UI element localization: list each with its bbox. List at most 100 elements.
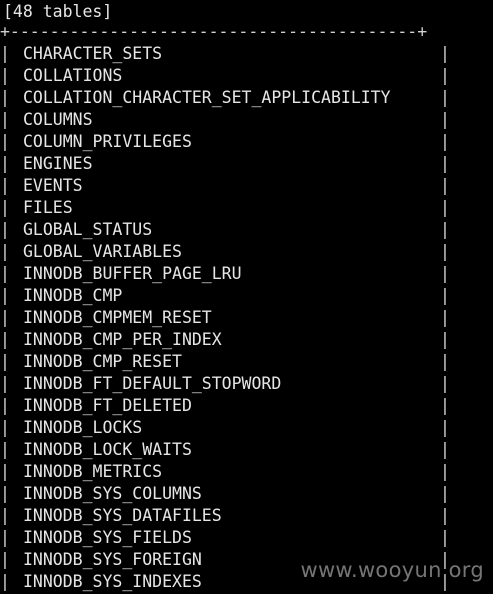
table-name-cell: INNODB_LOCKS bbox=[23, 418, 143, 437]
table-row: | COLUMNS | bbox=[0, 109, 452, 131]
row-border-left: | bbox=[0, 462, 10, 481]
row-border-right: | bbox=[440, 484, 450, 503]
table-row: | INNODB_FT_DEFAULT_STOPWORD | bbox=[0, 373, 452, 395]
row-border-left: | bbox=[0, 528, 10, 547]
row-border-right: | bbox=[440, 44, 450, 63]
row-border-left: | bbox=[0, 308, 10, 327]
row-border-right: | bbox=[440, 286, 450, 305]
row-border-right: | bbox=[440, 418, 450, 437]
table-name-cell: COLLATIONS bbox=[23, 66, 123, 85]
table-row: | ENGINES | bbox=[0, 153, 452, 175]
row-border-left: | bbox=[0, 176, 10, 195]
row-border-right: | bbox=[440, 528, 450, 547]
row-border-right: | bbox=[440, 572, 450, 591]
row-border-left: | bbox=[0, 286, 10, 305]
table-name-cell: EVENTS bbox=[23, 176, 83, 195]
row-border-left: | bbox=[0, 44, 10, 63]
row-border-right: | bbox=[440, 88, 450, 107]
table-name-cell: COLUMNS bbox=[23, 110, 93, 129]
table-name-cell: INNODB_CMP_PER_INDEX bbox=[23, 330, 222, 349]
table-name-cell: INNODB_CMP_RESET bbox=[23, 352, 182, 371]
row-border-left: | bbox=[0, 242, 10, 261]
row-border-left: | bbox=[0, 132, 10, 151]
row-border-right: | bbox=[440, 198, 450, 217]
table-name-cell: INNODB_SYS_INDEXES bbox=[23, 572, 202, 591]
row-border-left: | bbox=[0, 572, 10, 591]
table-row: | GLOBAL_STATUS | bbox=[0, 219, 452, 241]
table-row: | INNODB_CMPMEM_RESET | bbox=[0, 307, 452, 329]
row-border-right: | bbox=[440, 330, 450, 349]
table-row: |COLLATION_CHARACTER_SET_APPLICABILITY| bbox=[0, 87, 452, 109]
table-row: | GLOBAL_VARIABLES | bbox=[0, 241, 452, 263]
table-count-summary: [48 tables] bbox=[3, 2, 113, 21]
table-row: | INNODB_CMP_RESET | bbox=[0, 351, 452, 373]
table-row: | COLUMN_PRIVILEGES | bbox=[0, 131, 452, 153]
row-border-right: | bbox=[440, 550, 450, 569]
row-border-left: | bbox=[0, 154, 10, 173]
row-border-right: | bbox=[440, 242, 450, 261]
row-border-right: | bbox=[440, 110, 450, 129]
watermark-text: www.wooyun.org bbox=[300, 558, 484, 582]
table-row: |INNODB_CMP| bbox=[0, 285, 452, 307]
row-border-right: | bbox=[440, 66, 450, 85]
table-row: | INNODB_SYS_INDEXES | bbox=[0, 571, 452, 593]
row-border-left: | bbox=[0, 418, 10, 437]
table-name-cell: INNODB_SYS_COLUMNS bbox=[23, 484, 202, 503]
row-border-right: | bbox=[440, 374, 450, 393]
table-name-cell: INNODB_LOCK_WAITS bbox=[23, 440, 192, 459]
row-border-right: | bbox=[440, 352, 450, 371]
row-border-left: | bbox=[0, 66, 10, 85]
table-name-cell: INNODB_METRICS bbox=[23, 462, 163, 481]
row-border-left: | bbox=[0, 352, 10, 371]
row-border-left: | bbox=[0, 374, 10, 393]
table-row: |EVENTS| bbox=[0, 175, 452, 197]
table-name-cell: GLOBAL_VARIABLES bbox=[23, 242, 182, 261]
row-border-right: | bbox=[440, 308, 450, 327]
table-row: | CHARACTER_SETS | bbox=[0, 43, 452, 65]
table-name-cell: CHARACTER_SETS bbox=[23, 44, 163, 63]
row-border-left: | bbox=[0, 198, 10, 217]
row-border-left: | bbox=[0, 110, 10, 129]
table-row: | INNODB_SYS_COLUMNS | bbox=[0, 483, 452, 505]
table-name-cell: INNODB_SYS_DATAFILES bbox=[23, 506, 222, 525]
row-border-left: | bbox=[0, 396, 10, 415]
table-row: | COLLATIONS | bbox=[0, 65, 452, 87]
row-border-right: | bbox=[440, 462, 450, 481]
row-border-right: | bbox=[440, 396, 450, 415]
table-name-cell: INNODB_FT_DEFAULT_STOPWORD bbox=[23, 374, 282, 393]
row-border-right: | bbox=[440, 154, 450, 173]
table-row: | INNODB_METRICS | bbox=[0, 461, 452, 483]
table-border-top: +---------------------------------------… bbox=[0, 22, 428, 41]
table-row: | INNODB_CMP_PER_INDEX | bbox=[0, 329, 452, 351]
table-name-cell: INNODB_SYS_FOREIGN bbox=[23, 550, 202, 569]
row-border-left: | bbox=[0, 506, 10, 525]
row-border-left: | bbox=[0, 484, 10, 503]
table-name-cell: GLOBAL_STATUS bbox=[23, 220, 153, 239]
row-border-right: | bbox=[440, 440, 450, 459]
table-row: | FILES | bbox=[0, 197, 452, 219]
row-border-right: | bbox=[440, 132, 450, 151]
row-border-left: | bbox=[0, 88, 10, 107]
table-row: | INNODB_SYS_FOREIGN | bbox=[0, 549, 452, 571]
table-row: | INNODB_LOCK_WAITS | bbox=[0, 439, 452, 461]
table-name-cell: FILES bbox=[23, 198, 73, 217]
row-border-left: | bbox=[0, 550, 10, 569]
table-name-cell: COLUMN_PRIVILEGES bbox=[23, 132, 192, 151]
row-border-left: | bbox=[0, 440, 10, 459]
table-row: | INNODB_SYS_DATAFILES | bbox=[0, 505, 452, 527]
row-border-right: | bbox=[440, 506, 450, 525]
table-row: | INNODB_FT_DELETED | bbox=[0, 395, 452, 417]
table-name-cell: INNODB_SYS_FIELDS bbox=[23, 528, 192, 547]
row-border-right: | bbox=[440, 220, 450, 239]
row-border-left: | bbox=[0, 264, 10, 283]
table-row: | INNODB_LOCKS | bbox=[0, 417, 452, 439]
table-name-cell: INNODB_CMPMEM_RESET bbox=[23, 308, 212, 327]
table-row: | INNODB_SYS_FIELDS | bbox=[0, 527, 452, 549]
table-name-cell: INNODB_FT_DELETED bbox=[23, 396, 192, 415]
row-border-right: | bbox=[440, 264, 450, 283]
row-border-left: | bbox=[0, 220, 10, 239]
table-row: |INNODB_BUFFER_PAGE_LRU| bbox=[0, 263, 452, 285]
row-border-left: | bbox=[0, 330, 10, 349]
table-name-cell: ENGINES bbox=[23, 154, 93, 173]
